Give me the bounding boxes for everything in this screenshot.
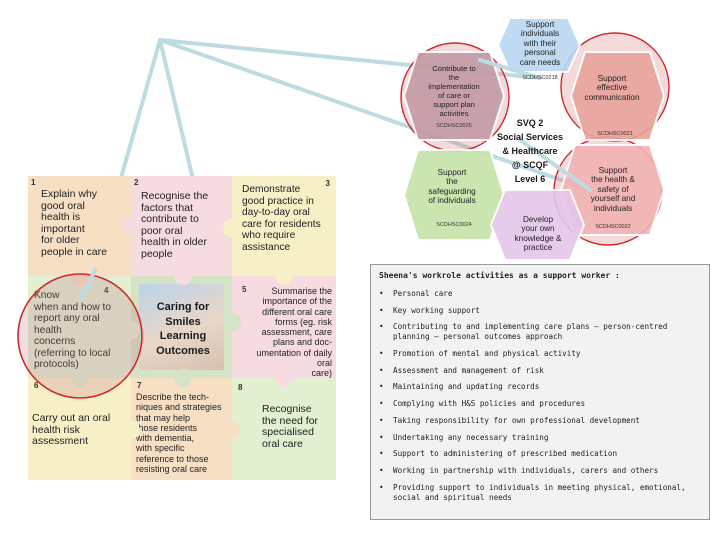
- activity-text: Complying with H&S policies and procedur…: [393, 399, 586, 409]
- bullet-icon: •: [379, 399, 384, 409]
- activity-item: • Complying with H&S policies and procedu…: [371, 399, 701, 409]
- activity-item: • Maintaining and updating records: [371, 382, 701, 392]
- hexagon-label: Contribute to the implementation of care…: [428, 64, 480, 118]
- bullet-icon: •: [379, 322, 384, 332]
- cell-text: Recognise the need for specialised oral …: [262, 403, 319, 450]
- hexagon-label: Develop your own knowledge & practice: [514, 215, 562, 253]
- cell-text: Explain why good oral health is importan…: [41, 188, 107, 258]
- center-photo-area: [139, 284, 224, 370]
- center-title: Caring for Smiles Learning Outcomes: [156, 301, 210, 357]
- activity-item: • Assessment and management of risk: [371, 366, 701, 376]
- svq-hexagons: [402, 17, 666, 261]
- grid-cell-1: 1 Explain why good oral health is import…: [28, 176, 131, 276]
- bullet-icon: •: [379, 382, 384, 392]
- cell-text: Demonstrate good practice in day-to-day …: [242, 184, 321, 253]
- cell-text: Summarise the importance of the differen…: [256, 286, 332, 379]
- grid-cell-3: 3 Demonstrate good practice in day-to-da…: [232, 176, 336, 276]
- cell-text: Carry out an oral health risk assessment: [32, 412, 111, 447]
- hexagon-code: SCDHSC0025: [436, 123, 472, 129]
- cell-number: 5: [242, 285, 247, 294]
- activity-item: • Contributing to and implementing care p…: [371, 322, 701, 342]
- activity-text: Promotion of mental and physical activit…: [393, 349, 581, 359]
- grid-cell-8: 8 Recognise the need for specialised ora…: [232, 378, 336, 480]
- hexagon-code: SCDHSC0024: [436, 222, 472, 228]
- panel-title: Sheena's workrole activities as a suppor…: [379, 271, 620, 280]
- cell-number: 3: [325, 179, 330, 188]
- activity-text: Support to administering of prescribed m…: [393, 449, 618, 459]
- hexagon-code: SCDHSC0022: [595, 224, 631, 230]
- cell-number: 2: [134, 178, 139, 187]
- hexagon-code: SCDHSC0218: [522, 75, 558, 81]
- hexagon-code: SCDHSC0021: [597, 131, 633, 137]
- cell-number: 8: [238, 383, 243, 392]
- grid-cell-center: Caring for Smiles Learning Outcomes: [131, 276, 232, 378]
- activity-item: • Providing support to individuals in mee…: [371, 483, 701, 503]
- activity-item: • Support to administering of prescribed …: [371, 449, 701, 459]
- grid-cell-7: 7 Describe the tech- niques and strategi…: [131, 378, 232, 480]
- activity-item: • Working in partnership with individuals…: [371, 466, 701, 476]
- cell-number: 1: [31, 178, 36, 187]
- cell-text: Describe the tech- niques and strategies…: [136, 392, 222, 475]
- hexagon-label: Support effective communication: [584, 74, 640, 102]
- activities-list: • Personal care • Key working support • Contr…: [371, 289, 701, 509]
- activity-item: • Personal care: [371, 289, 701, 299]
- hexagon-label: Support the health & safety of yourself …: [590, 166, 636, 213]
- activity-item: • Taking responsibility for own professio…: [371, 416, 701, 426]
- activity-text: Maintaining and updating records: [393, 382, 540, 392]
- activity-item: • Undertaking any necessary training: [371, 433, 701, 443]
- grid-cell-5: 5 Summarise the importance of the differ…: [232, 276, 336, 378]
- activity-text: Undertaking any necessary training: [393, 432, 549, 442]
- bullet-icon: •: [379, 465, 384, 475]
- svq-lines: [478, 58, 592, 192]
- bullet-icon: •: [379, 289, 384, 298]
- bullet-icon: •: [379, 415, 384, 425]
- activity-item: • Promotion of mental and physical activi…: [371, 349, 701, 359]
- activity-text: Contributing to and implementing care pl…: [393, 322, 668, 342]
- activity-text: Assessment and management of risk: [393, 365, 544, 375]
- activity-text: Taking responsibility for own profession…: [393, 415, 640, 425]
- hexagon-label: Support individuals with their personal …: [519, 20, 561, 67]
- bullet-icon: •: [379, 432, 384, 442]
- bullet-icon: •: [379, 365, 384, 375]
- activity-text: Key working support: [393, 305, 480, 315]
- activity-text: Working in partnership with individuals,…: [393, 465, 659, 475]
- bullet-icon: •: [379, 349, 384, 359]
- workrole-activities-panel: Sheena's workrole activities as a suppor…: [370, 264, 710, 520]
- cell-text: Recognise the factors that contribute to…: [141, 190, 209, 260]
- bullet-icon: •: [379, 482, 384, 492]
- activity-text: Providing support to individuals in meet…: [393, 482, 686, 502]
- bullet-icon: •: [379, 305, 384, 315]
- activity-text: Personal care: [393, 289, 453, 298]
- activity-item: • Key working support: [371, 306, 701, 316]
- hexagon-label: Support the safeguarding of individuals: [428, 168, 476, 206]
- grid-cell-2: 2 Recognise the factors that contribute …: [131, 176, 232, 276]
- svq-center-label: SVQ 2 Social Services & Healthcare @ SCQ…: [496, 118, 564, 184]
- bullet-icon: •: [379, 449, 384, 459]
